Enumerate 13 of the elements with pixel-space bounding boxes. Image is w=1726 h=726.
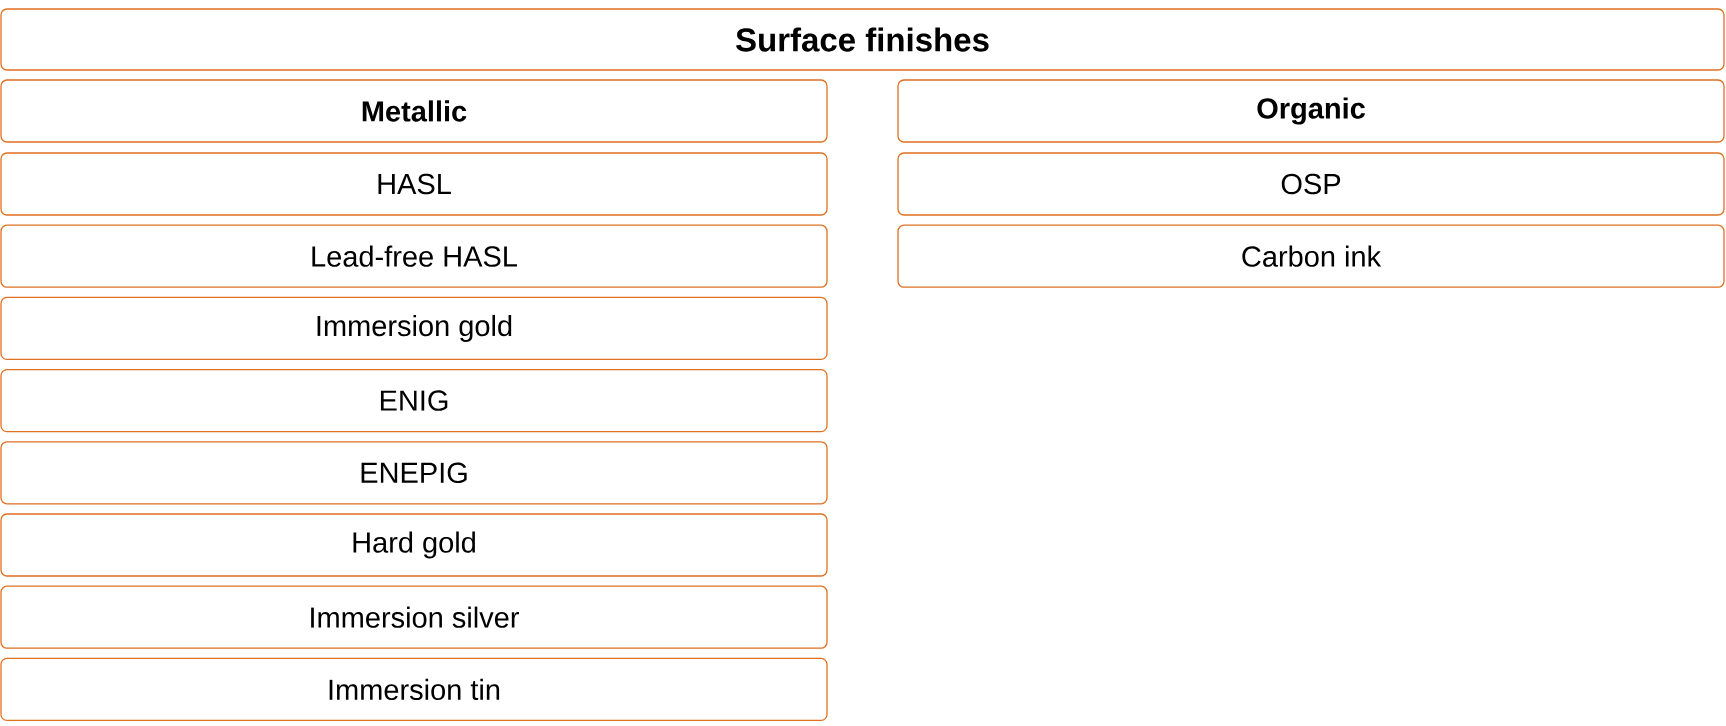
finish-box: Immersion tin bbox=[0, 657, 828, 722]
finish-box: Immersion gold bbox=[0, 296, 828, 361]
category-header-box: Organic bbox=[897, 79, 1725, 143]
finish-box: ENEPIG bbox=[0, 441, 828, 505]
finish-box: Carbon ink bbox=[897, 224, 1725, 288]
finish-box: Hard gold bbox=[0, 513, 828, 577]
finish-box: Immersion silver bbox=[0, 585, 828, 649]
finish-box: HASL bbox=[0, 152, 828, 216]
finish-box: ENIG bbox=[0, 368, 828, 433]
title-box: Surface finishes bbox=[0, 8, 1725, 71]
finish-box: OSP bbox=[897, 152, 1725, 216]
finish-box: Lead-free HASL bbox=[0, 224, 828, 288]
category-header-box: Metallic bbox=[0, 79, 828, 143]
